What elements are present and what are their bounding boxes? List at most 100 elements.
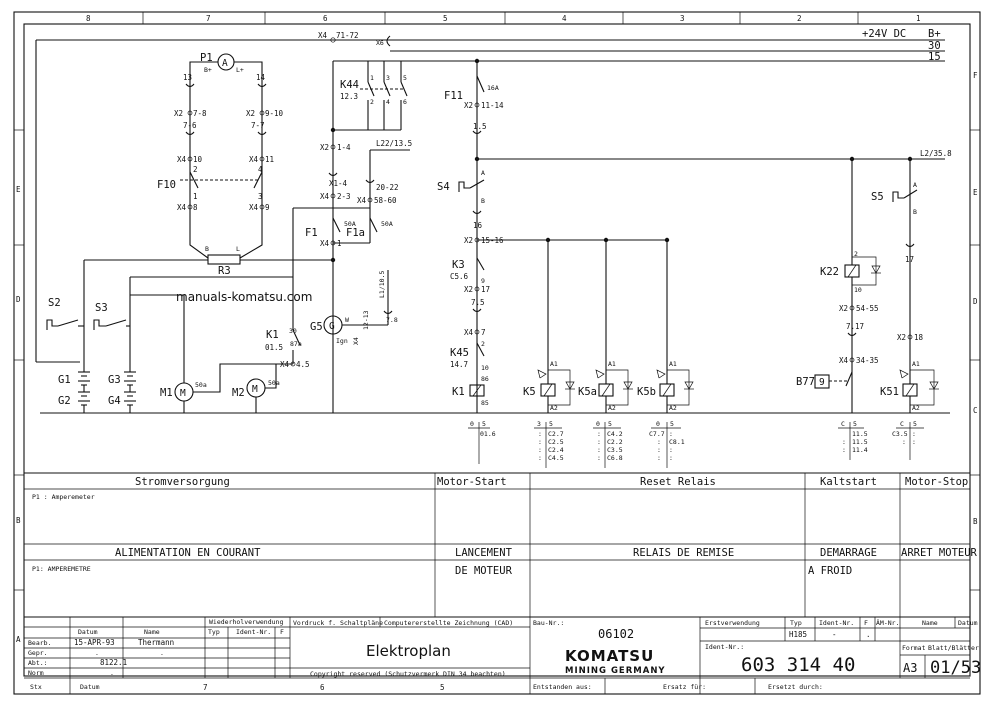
svg-text:Copyright reserved (Schutzverm: Copyright reserved (Schutzvermerk DIN 34… [310,670,506,678]
svg-text:10: 10 [481,364,489,372]
svg-text:Ign: Ign [336,337,348,345]
svg-text:54-55: 54-55 [856,304,879,313]
diode-icon [871,265,881,274]
svg-text:F: F [864,619,868,627]
svg-text:1: 1 [370,74,374,82]
svg-text:A1: A1 [669,360,677,368]
svg-text:11: 11 [265,155,274,164]
svg-text:Blatt/Blätter: Blatt/Blätter [928,644,979,652]
svg-text:C8.1: C8.1 [669,438,685,446]
k51-label: K51 [880,386,899,398]
svg-text:14.7: 14.7 [450,360,468,369]
svg-text:30: 30 [289,327,297,335]
svg-text:7-8: 7-8 [193,109,207,118]
switch-icon [892,191,904,202]
svg-text:X4: X4 [320,239,330,248]
f1a-label: F1a [346,227,365,239]
row-label: E [16,185,21,194]
svg-text:C4.5: C4.5 [548,454,564,462]
k44-label: K44 [340,79,359,91]
svg-text:4: 4 [386,98,390,106]
svg-text:11.5: 11.5 [852,438,868,446]
xref-k5: 3 5 :C2.7 :C2.5 :C2.4 :C4.5 [534,420,564,468]
svg-text:7.17: 7.17 [846,322,864,331]
svg-text:X2: X2 [897,333,906,342]
svg-text:9: 9 [265,203,270,212]
svg-text:10: 10 [854,286,862,294]
svg-text:.: . [110,669,114,677]
komatsu-logo-sub: MINING GERMANY [565,666,666,676]
g3-label: G3 [108,374,121,386]
svg-text:Typ: Typ [790,619,802,627]
r3-label: R3 [218,265,231,277]
xref-k22: C 5 11.5 :11.5 :11.4 [838,420,868,460]
svg-text:9: 9 [819,377,825,388]
legend-de: P1 : Amperemeter [32,493,95,501]
svg-text:6: 6 [320,683,325,692]
k1-coil-label: K1 [452,386,465,398]
motor-stop-branch: S5 A B 17 X2 18 K51 A1 A2 [871,156,939,413]
svg-text:L1/10.5: L1/10.5 [378,271,386,298]
svg-text:C: C [841,420,845,428]
svg-text:Typ: Typ [208,628,220,636]
svg-text:M: M [180,388,186,399]
svg-text:X2: X2 [174,109,183,118]
svg-text::: : [657,438,661,446]
led-icon [537,369,547,379]
svg-text:X4: X4 [839,356,849,365]
svg-text::: : [538,446,542,454]
svg-text::: : [597,430,601,438]
svg-text:4: 4 [258,165,263,174]
svg-text:12-13: 12-13 [362,310,370,330]
x4-pins: 71-72 [336,31,359,40]
svg-text:86: 86 [481,375,489,383]
xref-k51: C 5 C3.5: :: [892,420,924,460]
svg-text:W: W [345,316,349,324]
watermark: manuals-komatsu.com [176,290,312,304]
svg-text:3: 3 [386,74,390,82]
svg-text:Abt.:: Abt.: [28,659,48,667]
svg-text:X2: X2 [320,143,329,152]
svg-text:58-60: 58-60 [374,196,397,205]
svg-text:X4: X4 [357,196,367,205]
svg-text:B+: B+ [204,66,212,74]
sheet-number: 01/53 [930,658,981,678]
svg-text:X4: X4 [464,328,474,337]
svg-text:Name: Name [922,619,938,627]
svg-text:2: 2 [481,340,485,348]
section-table: Stromversorgung Motor-Start Reset Relais… [24,472,978,618]
svg-text:C2.7: C2.7 [548,430,564,438]
col-label: 1 [916,14,921,23]
x6-label: X6 [376,39,384,47]
col-label: 4 [562,14,567,23]
svg-text:1-4: 1-4 [337,143,351,152]
l2-ref: L2/35.8 [920,149,952,158]
switch-icon [46,319,58,330]
col-label: 3 [680,14,685,23]
svg-text:A2: A2 [912,404,920,412]
relay-coil-icon [469,384,485,397]
f1-label: F1 [305,227,318,239]
section-cold-start: Kaltstart [820,476,877,488]
svg-text:17: 17 [905,255,914,264]
row-label: B [973,517,978,526]
power-rails: +24V DC B+ 30 15 X4 71-72 X6 [35,28,950,414]
rail-bplus-label: B+ [928,28,941,40]
svg-text:B: B [913,208,917,216]
svg-text:.: . [160,649,164,657]
rail-15-label: 15 [928,51,941,63]
svg-text:X2: X2 [464,101,473,110]
legend-fr: P1: AMPEREMETRE [32,565,91,573]
svg-text:10: 10 [193,155,203,164]
svg-text:C7.7: C7.7 [649,430,665,438]
svg-text:9-10: 9-10 [265,109,284,118]
svg-text:16A: 16A [487,84,499,92]
section-cold-start-fr: DEMARRAGE [820,547,877,559]
section-power: Stromversorgung [135,476,230,488]
m1-label: M1 [160,387,173,399]
ident-number: 603 314 40 [741,654,855,676]
section-reset-relays: Reset Relais [640,476,716,488]
column-numbers-top: 8 7 6 5 4 3 2 1 [86,14,921,23]
diode-icon [623,381,633,390]
build-number: 06102 [598,627,634,641]
